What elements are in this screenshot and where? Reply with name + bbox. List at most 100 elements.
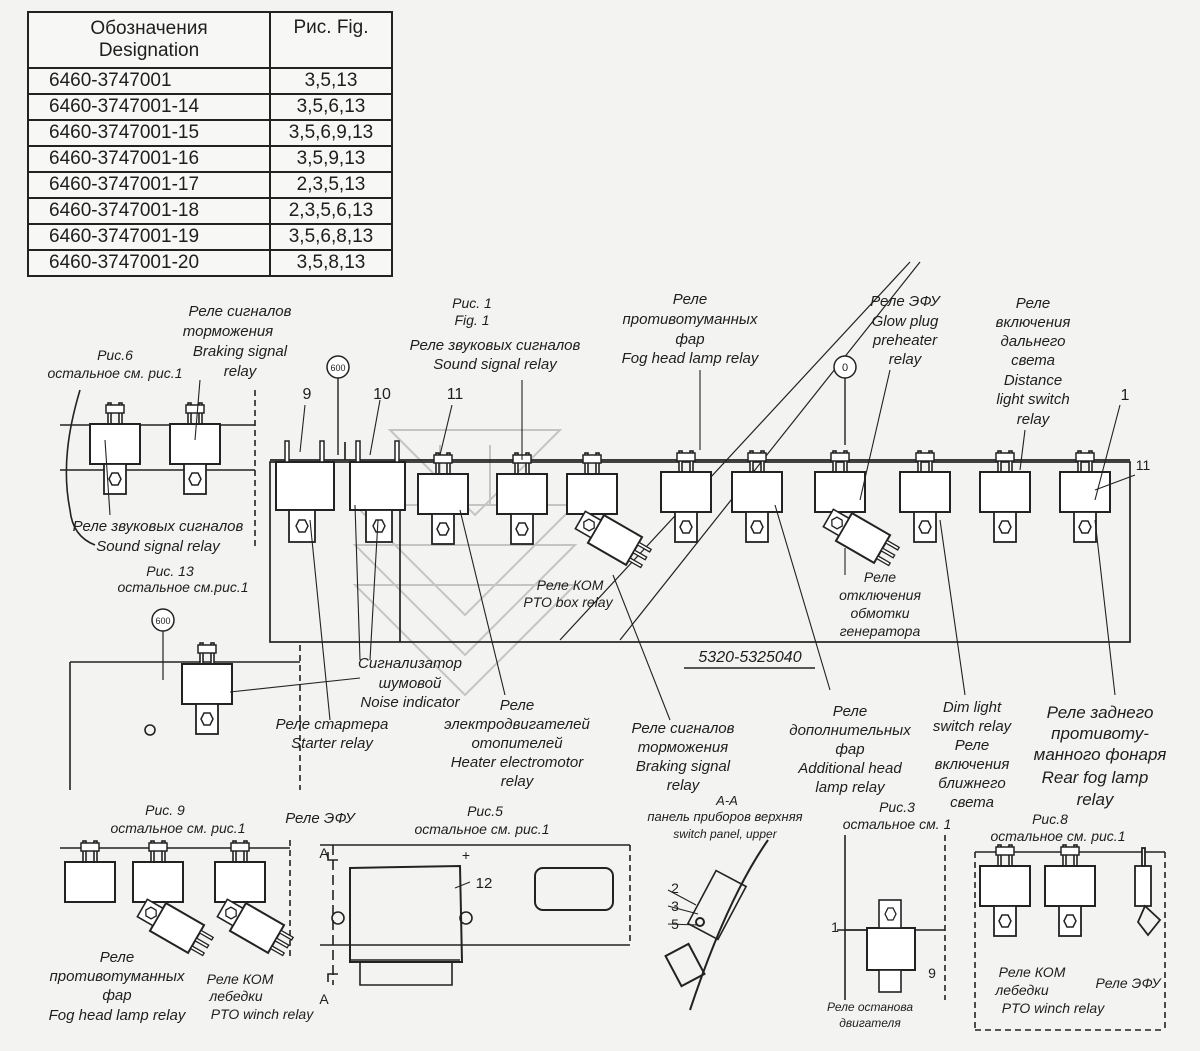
designation-cell: 6460-3747001-19	[27, 223, 271, 251]
braking-relay-label-ru-2: торможения	[183, 323, 273, 340]
section-callout-5: 5	[671, 916, 679, 932]
leader-lines	[104, 369, 1136, 721]
header-designation-line: Обозначения	[90, 18, 208, 39]
plus-mark: +	[462, 847, 470, 863]
winch8-relay-ru-1: Реле КОМ	[999, 964, 1066, 980]
braking-relay-label-en-2: relay	[224, 363, 258, 380]
pto-box-relay	[566, 452, 656, 573]
glow-relay-en-3: relay	[889, 351, 923, 368]
fog9-relay-ru-2: противотуманных	[50, 968, 185, 985]
header-designation-line: Designation	[98, 40, 200, 61]
gen-relay-ru-4: генератора	[840, 623, 921, 639]
addl-relay-ru-2: дополнительных	[789, 722, 911, 739]
braking2-relay-en-2: relay	[667, 777, 701, 794]
dim-relay-ru-1: Реле	[955, 737, 989, 754]
fig9-relay-3	[213, 840, 298, 961]
circle-0: 0	[842, 362, 848, 374]
fog-relay-ru-1: Реле	[673, 291, 707, 308]
additional-head-lamp-relay	[731, 450, 783, 543]
engine-stop-relay-ru-2: двигателя	[839, 1016, 901, 1030]
sound-relay-en: Sound signal relay	[433, 356, 558, 373]
circle-600-bottom: 600	[155, 616, 170, 626]
fig5-rest: остальное см. рис.1	[415, 821, 550, 837]
callout-1: 1	[1121, 387, 1130, 404]
fig8-relay-1	[979, 844, 1031, 937]
callout-10: 10	[373, 386, 391, 403]
callout-12: 12	[476, 875, 493, 892]
winch-relay-ru-2: лебедки	[208, 988, 263, 1004]
heater-relay-en-2: relay	[501, 773, 535, 790]
fog-relay-ru-2: противотуманных	[623, 311, 758, 328]
fig9-relay-1	[64, 840, 116, 903]
section-callout-3: 3	[671, 898, 679, 914]
figs-cell: 3,5,13	[269, 67, 393, 95]
fig6-relay-right	[169, 402, 221, 495]
distance-relay-en-2: light switch	[996, 391, 1069, 408]
designation-cell: 6460-3747001-15	[27, 119, 271, 147]
section-aa-title: А-А	[715, 793, 738, 808]
fig8-relay-2	[1044, 844, 1096, 937]
winch-relay-ru-1: Реле КОМ	[207, 971, 274, 987]
braking2-relay-ru-2: торможения	[638, 739, 728, 756]
distance-relay-ru-4: света	[1011, 352, 1055, 369]
section-callout-2: 2	[671, 880, 679, 896]
noise-indicator	[181, 642, 233, 735]
circle-600-top: 600	[330, 363, 345, 373]
rear-fog-lamp-relay	[1059, 450, 1111, 543]
heater-relay-ru-2: электродвигателей	[444, 716, 590, 733]
gen-relay-ru-2: отключения	[839, 587, 921, 603]
designation-cell: 6460-3747001-16	[27, 145, 271, 173]
figs-cell: 2,3,5,6,13	[269, 197, 393, 225]
figs-cell: 3,5,6,13	[269, 93, 393, 121]
figs-cell: 3,5,6,8,13	[269, 223, 393, 251]
fog-head-lamp-relay	[660, 450, 712, 543]
fig13-rest: остальное см.рис.1	[117, 579, 248, 595]
noise-indicator-ru-1: Сигнализатор	[358, 655, 462, 672]
sound-relay-ru: Реле звуковых сигналов	[410, 337, 581, 354]
glow-relay-en-2: preheater	[872, 332, 938, 349]
dim-relay-ru-3: ближнего	[938, 775, 1005, 792]
rear-fog-relay-en-1: Rear fog lamp	[1042, 768, 1149, 787]
pto-relay-ru: Реле КОМ	[537, 577, 604, 593]
braking-relay-label-en-1: Braking signal	[193, 343, 288, 360]
fog9-relay-ru-1: Реле	[100, 949, 134, 966]
callout-9: 9	[303, 386, 312, 403]
glow-relay-ru: Реле ЭФУ	[870, 293, 941, 310]
heater-relay-en-1: Heater electromotor	[451, 754, 585, 771]
starter-relay-ru: Реле стартера	[276, 716, 389, 733]
fig13-title: Рис. 13	[146, 563, 194, 579]
rear-fog-relay-ru-3: манного фонаря	[1034, 745, 1167, 764]
pto-relay-en: PTO box relay	[523, 594, 613, 610]
gen-relay-ru-3: обмотки	[850, 605, 909, 621]
engine-stop-relay-ru-1: Реле останова	[827, 1000, 913, 1014]
noise-indicator-ru-2: шумовой	[379, 675, 442, 692]
braking2-relay-ru-1: Реле сигналов	[632, 720, 735, 737]
distance-relay-en-1: Distance	[1004, 372, 1062, 389]
distance-relay-ru-1: Реле	[1016, 295, 1050, 312]
gen-relay-ru-1: Реле	[864, 569, 896, 585]
relay-10	[349, 440, 406, 543]
figs-cell: 3,5,8,13	[269, 249, 393, 277]
fig3-rest: остальное см. 1	[843, 816, 952, 832]
designation-cell: 6460-3747001-14	[27, 93, 271, 121]
fig6-rest: остальное см. рис.1	[48, 365, 183, 381]
dim-light-relay	[899, 450, 951, 543]
glow-relay-en-1: Glow plug	[872, 313, 939, 330]
heater-relay-ru-1: Реле	[500, 697, 534, 714]
fig1-ru: Рис. 1	[452, 295, 492, 311]
fig9-rest: остальное см. рис.1	[111, 820, 246, 836]
figs-cell: 3,5,9,13	[269, 145, 393, 173]
panel-part-number: 5320-5325040	[698, 649, 801, 666]
rear-fog-relay-en-2: relay	[1077, 790, 1115, 809]
fig5-title: Рис.5	[467, 803, 503, 819]
braking2-relay-en-1: Braking signal	[636, 758, 731, 775]
fig9-relay-2	[132, 840, 218, 961]
fig9-efu-label: Реле ЭФУ	[285, 810, 356, 827]
fog9-relay-ru-3: фар	[102, 987, 131, 1004]
distance-relay-ru-2: включения	[996, 314, 1071, 331]
distance-relay-ru-3: дальнего	[1001, 333, 1066, 350]
